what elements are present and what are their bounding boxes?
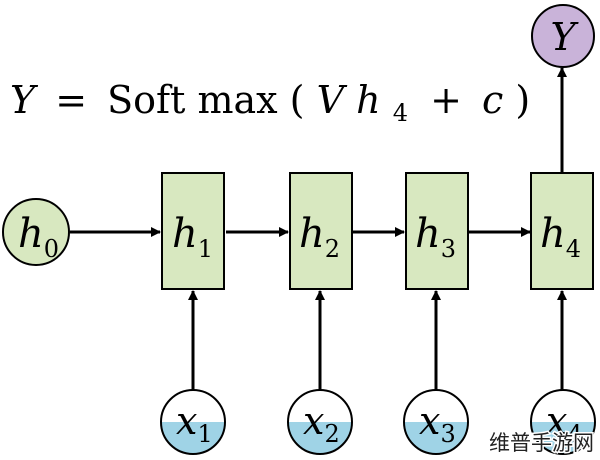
node-x1-subscript: 1 <box>197 420 212 448</box>
node-x2-label: x <box>303 399 324 443</box>
svg-text:x1: x1 <box>176 399 213 448</box>
formula-equals: = <box>55 78 87 122</box>
node-y-label: Y <box>550 15 579 59</box>
node-x4: x4 <box>530 389 596 455</box>
svg-text:h3: h3 <box>415 211 456 263</box>
watermark: 维普手游网 <box>489 431 594 455</box>
svg-text:h1: h1 <box>172 211 213 263</box>
node-x4-subscript: 4 <box>567 420 582 448</box>
svg-text:x3: x3 <box>419 399 456 448</box>
formula-close-paren: ) <box>515 78 530 122</box>
node-h1-label: h <box>172 211 198 257</box>
formula-v: V <box>317 78 348 122</box>
node-h2-subscript: 2 <box>325 235 340 263</box>
svg-text:h0: h0 <box>18 211 59 263</box>
formula-softmax: Soft max <box>107 78 277 122</box>
node-x1: x1 <box>160 389 226 455</box>
formula-open-paren: ( <box>290 78 305 122</box>
node-x3-label: x <box>419 399 440 443</box>
formula-c: c <box>482 78 503 122</box>
node-h1-subscript: 1 <box>198 235 213 263</box>
node-h4-label: h <box>540 211 566 257</box>
node-y-output: Y <box>531 4 595 68</box>
node-x4-label: x <box>546 399 567 443</box>
node-h0-label: h <box>18 211 44 257</box>
node-h2: h2 <box>289 172 353 290</box>
node-x1-label: x <box>176 399 197 443</box>
formula-h: h <box>356 78 380 122</box>
formula-y: Y <box>10 78 39 122</box>
node-h3-label: h <box>415 211 441 257</box>
node-h4: h4 <box>530 172 594 290</box>
node-h3-subscript: 3 <box>441 235 456 263</box>
node-h4-subscript: 4 <box>566 235 581 263</box>
svg-text:x4: x4 <box>546 399 583 448</box>
formula-subscript: 4 <box>393 99 408 127</box>
node-h0: h0 <box>2 198 70 266</box>
node-h2-label: h <box>299 211 325 257</box>
node-h1: h1 <box>161 172 225 290</box>
formula-plus: + <box>430 78 462 122</box>
svg-text:h4: h4 <box>540 211 581 263</box>
node-x3-subscript: 3 <box>440 420 455 448</box>
node-h0-subscript: 0 <box>44 235 59 263</box>
node-x2-subscript: 2 <box>324 420 339 448</box>
svg-text:x2: x2 <box>303 399 340 448</box>
node-x2: x2 <box>287 389 353 455</box>
svg-text:h2: h2 <box>299 211 340 263</box>
softmax-formula: Y = Soft max ( V h 4 + c ) <box>10 78 530 130</box>
node-x3: x3 <box>403 389 469 455</box>
node-h3: h3 <box>405 172 469 290</box>
